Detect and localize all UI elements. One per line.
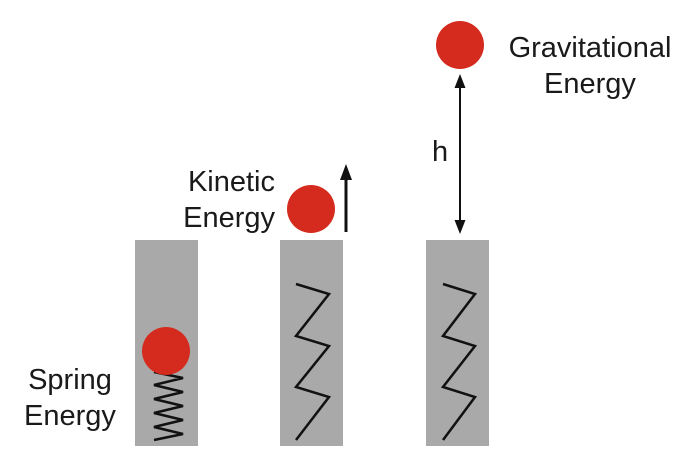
kinetic-energy-line-2: Energy: [183, 202, 275, 234]
extended-spring-2: [293, 282, 332, 441]
tube-2: [280, 240, 343, 446]
upward-arrow: [340, 164, 352, 232]
height-label: h: [432, 136, 449, 168]
gravitational-energy-line-1: Gravitational: [508, 32, 672, 64]
stage-kinetic: [280, 164, 352, 446]
ball-2: [287, 185, 335, 233]
extended-spring-3: [440, 282, 478, 441]
stage-gravitational: [426, 21, 489, 446]
ball-3: [436, 21, 484, 69]
height-arrow: [454, 74, 466, 234]
ball-1: [142, 327, 190, 375]
stage-compressed-spring: [135, 240, 198, 446]
spring-energy-line-1: Spring: [28, 364, 112, 396]
kinetic-energy-label: Kinetic Energy: [160, 164, 275, 236]
kinetic-energy-line-1: Kinetic: [187, 166, 275, 198]
gravitational-energy-label: Gravitational Energy: [490, 30, 690, 102]
spring-energy-label: Spring Energy: [14, 362, 126, 434]
gravitational-energy-line-2: Energy: [544, 68, 636, 100]
tube-3: [426, 240, 489, 446]
spring-energy-line-2: Energy: [24, 400, 116, 432]
compressed-spring: [153, 370, 184, 442]
